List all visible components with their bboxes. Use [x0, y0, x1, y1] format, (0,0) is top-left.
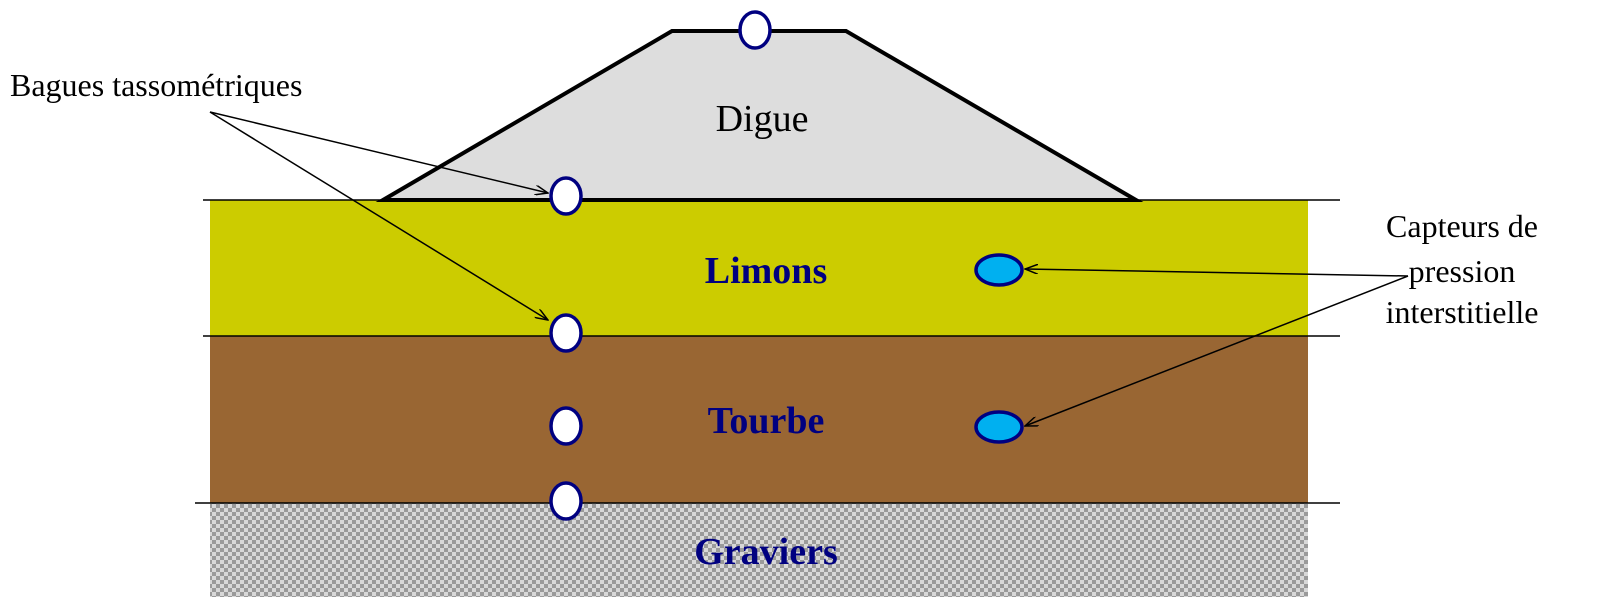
settlement-ring-peat-base [549, 481, 583, 521]
pore-pressure-sensor-peat [974, 410, 1024, 444]
settlement-rings-label: Bagues tassométriques [10, 67, 302, 103]
gravel-layer-label: Graviers [694, 531, 838, 573]
settlement-ring-silt-base [549, 313, 583, 353]
gravel-layer [210, 503, 1308, 597]
silt-layer [210, 200, 1308, 336]
pressure-sensors-label-line-3: interstitielle [1386, 294, 1539, 330]
settlement-ring-arrow-2 [209, 111, 548, 320]
peat-layer-label: Tourbe [708, 400, 825, 442]
pressure-sensor-arrow-2 [1025, 275, 1409, 426]
silt-layer-label: Limons [705, 250, 827, 292]
pressure-sensors-label-line-2: pression [1409, 253, 1516, 289]
pressure-sensors-label-line-1: Capteurs de [1386, 208, 1538, 244]
settlement-ring-arrow-1 [209, 111, 548, 193]
pore-pressure-sensor-silt [974, 253, 1024, 287]
settlement-ring-crest [738, 10, 772, 50]
pressure-sensor-arrow-1 [1025, 269, 1409, 277]
peat-layer [210, 336, 1308, 503]
settlement-ring-dyke-base [549, 176, 583, 216]
dyke-label: Digue [716, 98, 809, 140]
settlement-ring-peat-mid [549, 406, 583, 446]
